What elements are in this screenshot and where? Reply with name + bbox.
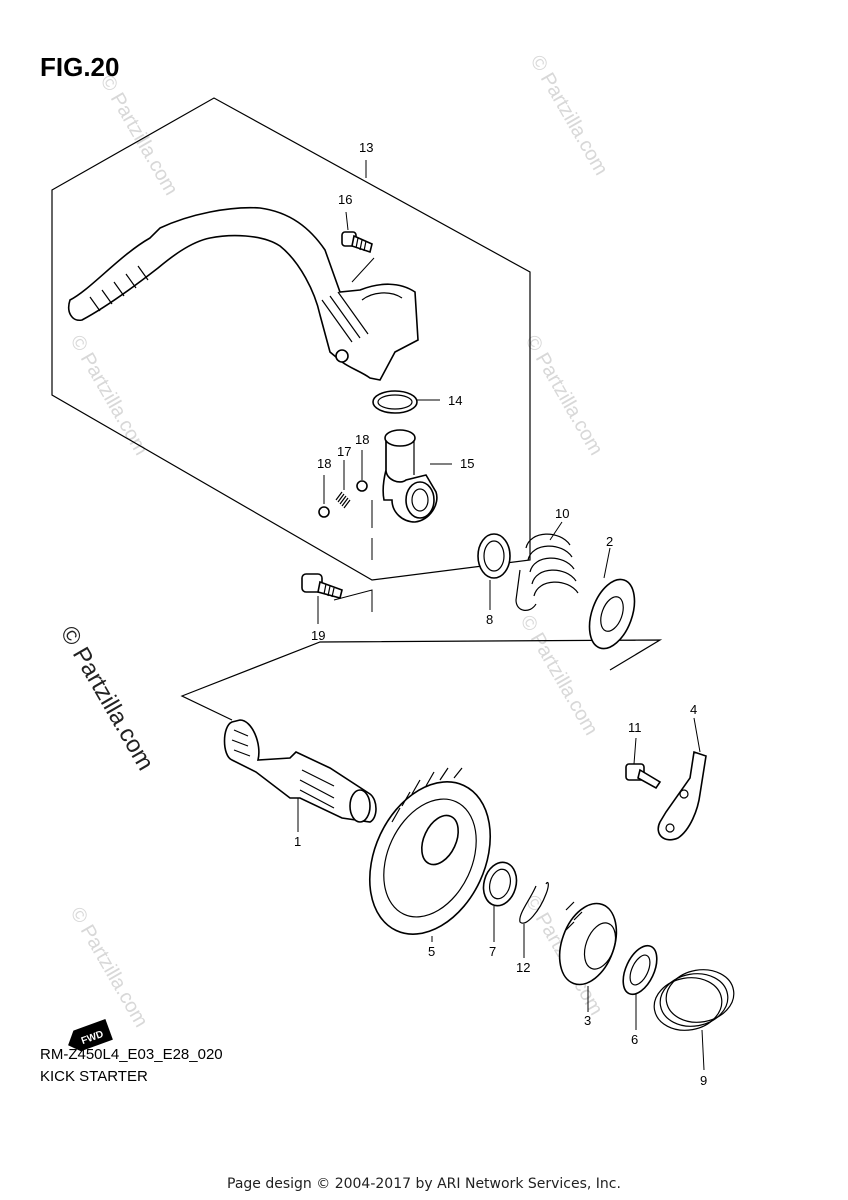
callout-15: 15 — [460, 456, 474, 471]
circlip-12 — [519, 881, 549, 924]
watermark-text: © Partzilla.com — [96, 72, 182, 200]
ratchet-guide-4 — [657, 750, 707, 841]
oil-seal-8 — [477, 533, 511, 579]
bolt-16 — [341, 231, 373, 254]
callout-11: 11 — [628, 720, 642, 735]
callout-14: 14 — [448, 393, 462, 408]
forward-direction-badge: FWD — [68, 1018, 113, 1052]
kick-starter-gear-5 — [368, 767, 492, 935]
section-name: KICK STARTER — [40, 1068, 148, 1085]
washer-2 — [588, 578, 636, 650]
callout-12: 12 — [516, 960, 530, 975]
callout-19: 19 — [311, 628, 325, 643]
callout-10: 10 — [555, 506, 569, 521]
ratchet-spring-9 — [653, 969, 735, 1031]
watermark-text: © Partzilla.com — [521, 332, 607, 460]
bolt-19 — [301, 573, 343, 599]
callout-4: 4 — [690, 702, 697, 717]
spring-17 — [335, 491, 351, 509]
callout-6: 6 — [631, 1032, 638, 1047]
figure-title: FIG.20 — [40, 52, 120, 82]
kick-starter-boss-15 — [382, 429, 438, 523]
kick-starter-spring-10 — [515, 533, 579, 611]
part-callouts: 13 16 14 15 18 17 18 19 10 2 8 4 11 1 5 … — [294, 140, 707, 1088]
callout-2: 2 — [606, 534, 613, 549]
kick-lever-assembly-box — [51, 97, 531, 581]
callout-17: 17 — [337, 444, 351, 459]
ball-18 — [318, 506, 330, 518]
callout-18: 18 — [317, 456, 331, 471]
o-ring-14 — [372, 390, 418, 414]
watermark-text: © Partzilla.com — [66, 904, 152, 1032]
watermark-text: © Partzilla.com — [66, 332, 152, 460]
leader-lines — [297, 160, 705, 1071]
model-code: RM-Z450L4_E03_E28_020 — [40, 1046, 223, 1063]
kick-starter-lever — [67, 206, 419, 381]
callout-16: 16 — [338, 192, 352, 207]
callout-7: 7 — [489, 944, 496, 959]
callout-3: 3 — [584, 1013, 591, 1028]
callout-5: 5 — [428, 944, 435, 959]
ball-18 — [356, 480, 368, 492]
kick-starter-shaft-1 — [223, 719, 377, 823]
ratchet-3 — [558, 901, 618, 986]
shaft-assembly-box — [180, 639, 663, 721]
bolt-11 — [625, 763, 662, 790]
callout-13: 13 — [359, 140, 373, 155]
callout-8: 8 — [486, 612, 493, 627]
page-footer: Page design © 2004-2017 by ARI Network S… — [227, 1176, 621, 1192]
callout-9: 9 — [700, 1073, 707, 1088]
washer-6 — [622, 944, 658, 996]
callout-18: 18 — [355, 432, 369, 447]
watermark-text: © Partzilla.com — [55, 622, 159, 776]
watermark-text: © Partzilla.com — [526, 52, 612, 180]
callout-1: 1 — [294, 834, 301, 849]
